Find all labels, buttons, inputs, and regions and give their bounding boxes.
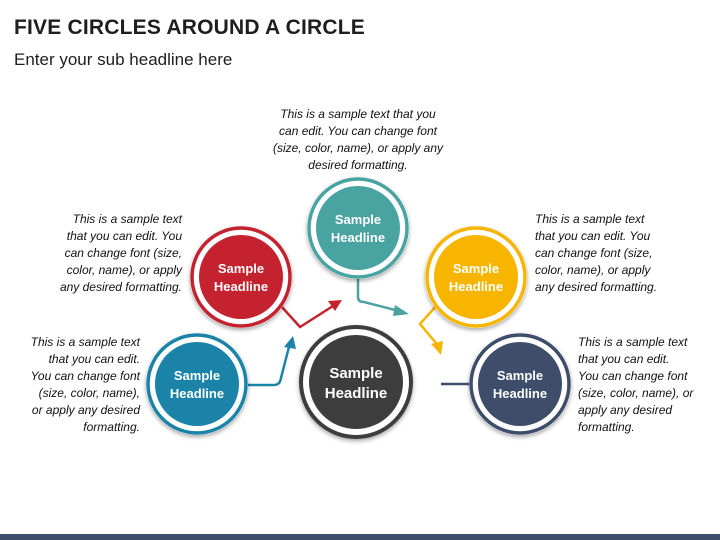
arrowhead-blue xyxy=(284,336,296,349)
note-line: can edit. You can change font xyxy=(279,124,437,138)
center-circle-label-2: Headline xyxy=(325,385,388,402)
blue-circle-label-2: Headline xyxy=(170,386,224,401)
note-line: any desired formatting. xyxy=(535,280,658,294)
connector-blue xyxy=(246,342,292,387)
note-line: that you can edit. xyxy=(48,352,140,366)
red-circle xyxy=(190,226,292,328)
note-line: can change font (size, xyxy=(64,246,182,260)
yellow-circle-label-1: Sample xyxy=(453,261,499,276)
center-circle xyxy=(299,325,413,439)
bottom-bar xyxy=(0,534,720,540)
connector-teal xyxy=(356,278,396,312)
note-line: (size, color, name), or apply any xyxy=(272,141,444,155)
navy-circle-label-1: Sample xyxy=(497,368,543,383)
note-line: You can change font xyxy=(30,369,140,383)
note-line: This is a sample text xyxy=(72,212,182,226)
page-title: FIVE CIRCLES AROUND A CIRCLE xyxy=(14,16,365,39)
note-line: apply any desired xyxy=(578,403,673,417)
note-line: You can change font xyxy=(578,369,688,383)
note-line: color, name), or apply xyxy=(66,263,182,277)
teal-circle-label-2: Headline xyxy=(331,230,385,245)
note-line: formatting. xyxy=(83,420,140,434)
note-line: can change font (size, xyxy=(535,246,653,260)
arrowhead-yellow xyxy=(431,341,443,355)
yellow-circle-label-2: Headline xyxy=(449,279,503,294)
note-line: that you can edit. You xyxy=(66,229,182,243)
note-line: or apply any desired xyxy=(31,403,140,417)
note-line: This is a sample text that you xyxy=(280,107,436,121)
note-line: color, name), or apply xyxy=(535,263,651,277)
note-upper-right: This is a sample text that you can edit.… xyxy=(535,211,695,296)
arrowhead-red xyxy=(328,300,342,311)
connector-yellow xyxy=(418,304,438,344)
note-line: that you can edit. You xyxy=(535,229,651,243)
connector-red xyxy=(280,304,334,329)
note-line: formatting. xyxy=(578,420,635,434)
teal-circle-label-1: Sample xyxy=(335,212,381,227)
note-line: This is a sample text xyxy=(578,335,688,349)
note-line: This is a sample text xyxy=(535,212,645,226)
note-lower-right: This is a sample text that you can edit.… xyxy=(578,334,718,436)
red-circle-label-2: Headline xyxy=(214,279,268,294)
note-lower-left: This is a sample text that you can edit.… xyxy=(6,334,140,436)
navy-circle xyxy=(469,333,571,435)
navy-circle-label-2: Headline xyxy=(493,386,547,401)
note-upper-left: This is a sample text that you can edit.… xyxy=(30,211,182,296)
page-subtitle: Enter your sub headline here xyxy=(14,50,233,69)
note-line: (size, color, name), or xyxy=(578,386,694,400)
note-line: any desired formatting. xyxy=(59,280,182,294)
blue-circle-label-1: Sample xyxy=(174,368,220,383)
center-circle-label-1: Sample xyxy=(329,365,382,382)
note-line: that you can edit. xyxy=(578,352,670,366)
arrowhead-teal xyxy=(393,305,409,316)
note-line: (size, color, name), xyxy=(38,386,140,400)
note-top: This is a sample text that you can edit.… xyxy=(258,106,458,174)
blue-circle xyxy=(146,333,248,435)
yellow-circle xyxy=(425,226,527,328)
note-line: desired formatting. xyxy=(308,158,408,172)
teal-circle xyxy=(307,177,409,279)
note-line: This is a sample text xyxy=(30,335,140,349)
red-circle-label-1: Sample xyxy=(218,261,264,276)
